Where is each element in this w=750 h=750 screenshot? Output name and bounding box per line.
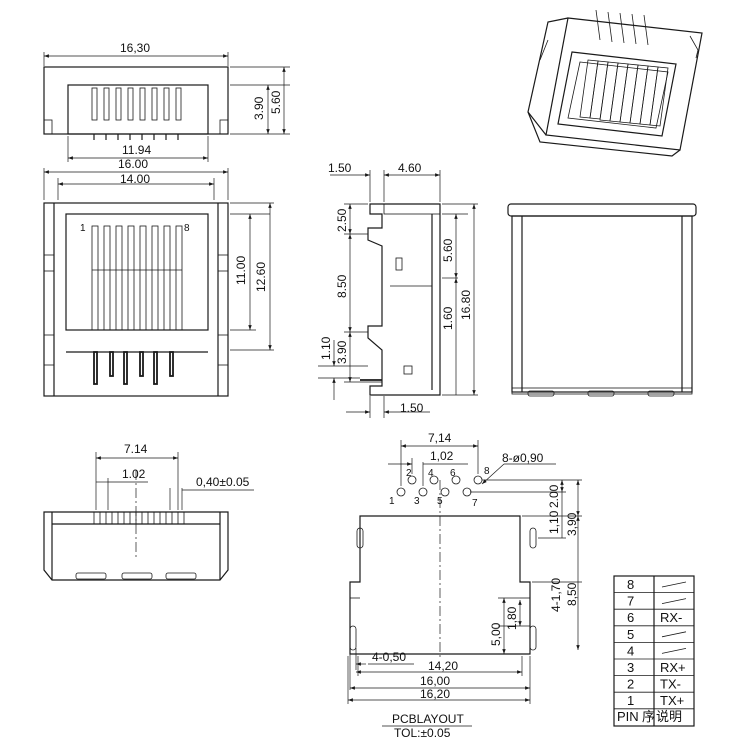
- pcb-pin-6: 6: [450, 468, 456, 479]
- pin-table-pin-number: 3: [627, 660, 634, 675]
- pin-table-pin-number: 4: [627, 643, 634, 658]
- pcb-hole-label: 8-ø0,90: [502, 451, 544, 465]
- pcb-pin-4: 4: [428, 468, 434, 479]
- rear-view-top-rail: [507, 203, 697, 217]
- side-bottom-label: 1.50: [400, 401, 424, 415]
- top-height-label-b: 5.60: [269, 90, 283, 114]
- front-width-label-b: 14.00: [120, 172, 150, 186]
- pin-table-pin-desc: TX+: [660, 693, 684, 708]
- pcb-top-label-b: 1,02: [430, 449, 454, 463]
- pin-table-pin-number: 2: [627, 677, 634, 692]
- pin-table-pin-number: 8: [627, 577, 634, 592]
- pin-table-pin-number: 1: [627, 693, 634, 708]
- pin-table-header-desc: 说明: [656, 709, 682, 724]
- pin-table-pin-number: 5: [627, 627, 634, 642]
- bottom-label-c: 0,40±0.05: [196, 475, 250, 489]
- front-view-contacts: [91, 225, 183, 385]
- front-view: 1 8 16.00 14.00 11.00 12.60: [43, 157, 274, 397]
- pcb-inner-label-a: 5,00: [489, 622, 503, 646]
- pcb-pin-7: 7: [472, 498, 478, 509]
- pin-table-header-pin: PIN: [617, 709, 639, 724]
- pin-table-pin-desc: RX-: [660, 610, 682, 625]
- top-view-left-tab: [43, 119, 53, 135]
- pcb-bottom-label-a: 14,20: [428, 659, 458, 673]
- rear-view: [507, 203, 697, 397]
- pcb-pin-1: 1: [389, 496, 395, 507]
- pin-table-pin-number: 6: [627, 610, 634, 625]
- top-view: 16,30 11.94 3.90 5.60: [43, 41, 290, 162]
- pcb-right-label-a: 2.00: [547, 484, 561, 508]
- bottom-view: 7.14 1.02 0,40±0.05: [43, 442, 254, 581]
- pcb-bottom-label-c: 16,20: [420, 687, 450, 701]
- side-right-label-c: 16.80: [459, 290, 473, 320]
- pcb-right-label-e: 8,50: [565, 582, 579, 606]
- bottom-view-pins: [93, 511, 185, 525]
- pcb-right-label-d: 4-1,70: [549, 578, 563, 612]
- pcb-title: PCBLAYOUT: [392, 712, 464, 726]
- pcb-right-label-c: 3,90: [565, 512, 579, 536]
- side-left-label-c: 3.90: [335, 340, 349, 364]
- pin-table-pin-desc: TX-: [660, 677, 681, 692]
- side-view-outline: [367, 203, 441, 396]
- pin-table-empty-desc: [661, 648, 687, 654]
- front-height-label-b: 12.60: [254, 262, 268, 292]
- pcb-tolerance: TOL:±0.05: [394, 726, 451, 740]
- pin-table-pin-desc: RX+: [660, 660, 686, 675]
- pcb-pin-8: 8: [484, 466, 490, 477]
- top-view-outline: [43, 66, 229, 135]
- pcb-pin-2: 2: [406, 468, 412, 479]
- pcb-holes: [396, 475, 483, 497]
- pin-table-empty-desc: [661, 598, 687, 604]
- pcb-top-label-a: 7,14: [428, 431, 452, 445]
- front-view-outline: [43, 202, 229, 397]
- pcb-bottom-label-b: 16,00: [420, 674, 450, 688]
- side-left-label-a: 2.50: [335, 208, 349, 232]
- side-top-label-b: 4.60: [398, 161, 422, 175]
- bottom-label-b: 1.02: [122, 467, 146, 481]
- pin-table-pin-number: 7: [627, 594, 634, 609]
- isometric-view: [527, 9, 703, 157]
- side-right-label-a: 5.60: [441, 238, 455, 262]
- pcb-slot-label: 4-0,50: [372, 650, 406, 664]
- side-left-label-d: 1.10: [319, 336, 333, 360]
- isometric-contacts: [579, 59, 669, 127]
- top-view-inner: [67, 84, 209, 135]
- pcb-pin-3: 3: [414, 496, 420, 507]
- pcb-layout: 2 4 6 8 1 3 5 7 7,14 1,02 8-ø0,90 2.00 1…: [347, 431, 582, 740]
- pcb-pin-5: 5: [437, 496, 443, 507]
- top-height-label-a: 3.90: [252, 96, 266, 120]
- top-view-contacts: [91, 87, 182, 140]
- pin-table-empty-desc: [661, 581, 687, 588]
- pin-table-empty-desc: [661, 631, 687, 638]
- pcb-slots: [349, 527, 537, 651]
- top-width-label: 16,30: [120, 41, 150, 55]
- pin-8-marker: 8: [184, 223, 190, 234]
- pcb-outline: [349, 515, 531, 655]
- top-view-right-tab: [219, 119, 229, 135]
- pcb-right-label-b: 1,10: [547, 510, 561, 534]
- rear-view-outline: [511, 215, 693, 393]
- side-left-label-b: 8.50: [335, 274, 349, 298]
- front-height-label-a: 11.00: [234, 256, 248, 285]
- top-pitch-label: 11.94: [122, 143, 151, 157]
- side-top-label-a: 1.50: [328, 161, 352, 175]
- side-view: 1.50 4.60 2.50 8.50 3.90 1.10 5.60 1.60 …: [318, 161, 478, 418]
- front-view-port: [65, 213, 209, 331]
- pin-table-header-seq: 序: [642, 709, 655, 724]
- side-right-label-b: 1.60: [441, 306, 455, 330]
- front-width-label-a: 16.00: [118, 157, 148, 171]
- pcb-inner-label-b: 1,80: [505, 606, 519, 630]
- pin-table: 8 76 RX- 54 3 RX+ 2 TX- 1 TX+ PIN 序 说明: [613, 575, 695, 727]
- bottom-label-a: 7.14: [124, 442, 148, 456]
- pin-1-marker: 1: [80, 223, 86, 234]
